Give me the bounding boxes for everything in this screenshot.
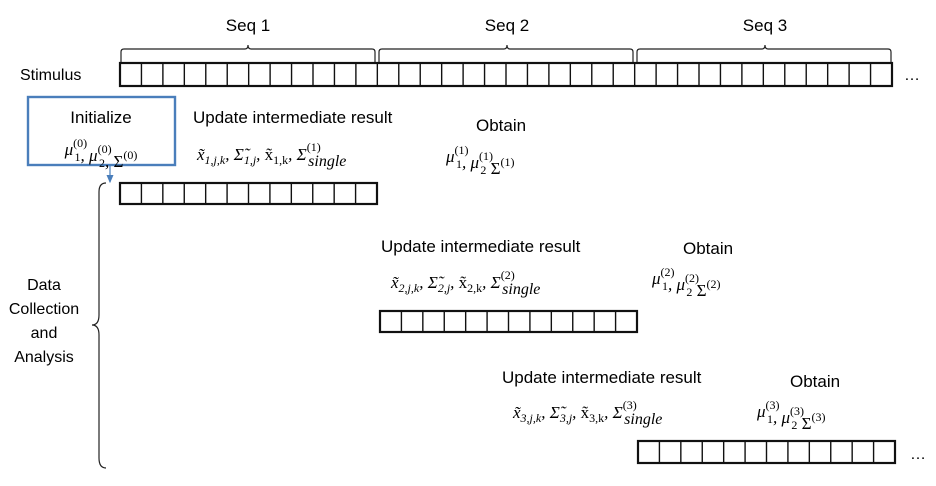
stage-1-intermediate-terms: x̃1,j,k, Σ̃1,j, x̃1,k, Σ(1)single	[196, 140, 346, 170]
stage-2-obtain-label: Obtain	[683, 239, 733, 258]
stage-2-obtain-params: μ(2)1, μ(2)2 Σ(2)	[651, 265, 721, 300]
stage-2-strip	[378, 309, 639, 334]
seq-1-label: Seq 1	[226, 16, 270, 35]
stage-3-update-label: Update intermediate result	[502, 368, 702, 387]
sequence-braces	[120, 44, 892, 62]
stage-2-intermediate-terms: x̃2,j,k, Σ̃2,j, x̃2,k, Σ(2)single	[390, 268, 540, 298]
stage-1-strip	[118, 181, 379, 206]
stage-1-update-label: Update intermediate result	[193, 108, 393, 127]
stage-3-ellipsis: …	[910, 446, 926, 463]
seq-3-label: Seq 3	[743, 16, 787, 35]
stage-2: Update intermediate result Obtain x̃2,j,…	[378, 237, 733, 334]
stimulus-label: Stimulus	[20, 67, 81, 84]
stage-2-update-label: Update intermediate result	[381, 237, 581, 256]
seq-3-brace	[636, 44, 892, 62]
seq-2-brace	[378, 44, 634, 62]
stage-3-obtain-label: Obtain	[790, 372, 840, 391]
stimulus-ellipsis: …	[904, 67, 920, 84]
stage-1: Update intermediate result Obtain x̃1,j,…	[118, 108, 526, 206]
seq-1-brace	[120, 44, 376, 62]
stage-3-obtain-params: μ(3)1, μ(3)2 Σ(3)	[756, 398, 826, 433]
stage-3-intermediate-terms: x̃3,j,k, Σ̃3,j, x̃3,k, Σ(3)single	[512, 398, 662, 428]
side-label-line: and	[31, 325, 58, 342]
side-label-line: Analysis	[14, 349, 74, 366]
stage-1-obtain-label: Obtain	[476, 116, 526, 135]
side-label-line: Data	[27, 277, 61, 294]
initialize-box	[26, 95, 177, 167]
side-label: Data Collection and Analysis	[9, 277, 79, 366]
stimulus-strip	[118, 61, 894, 88]
initialize-title: Initialize	[70, 108, 131, 127]
stage-3: Update intermediate result Obtain x̃3,j,…	[502, 368, 926, 465]
initialize-params: μ(0)1, μ(0)2, Σ(0)	[64, 136, 138, 171]
side-label-line: Collection	[9, 301, 79, 318]
stage-1-obtain-params: μ(1)1, μ(1)2 Σ(1)	[445, 143, 515, 178]
data-collection-brace	[91, 182, 107, 469]
seq-2-label: Seq 2	[485, 16, 529, 35]
stage-3-strip	[636, 439, 897, 465]
